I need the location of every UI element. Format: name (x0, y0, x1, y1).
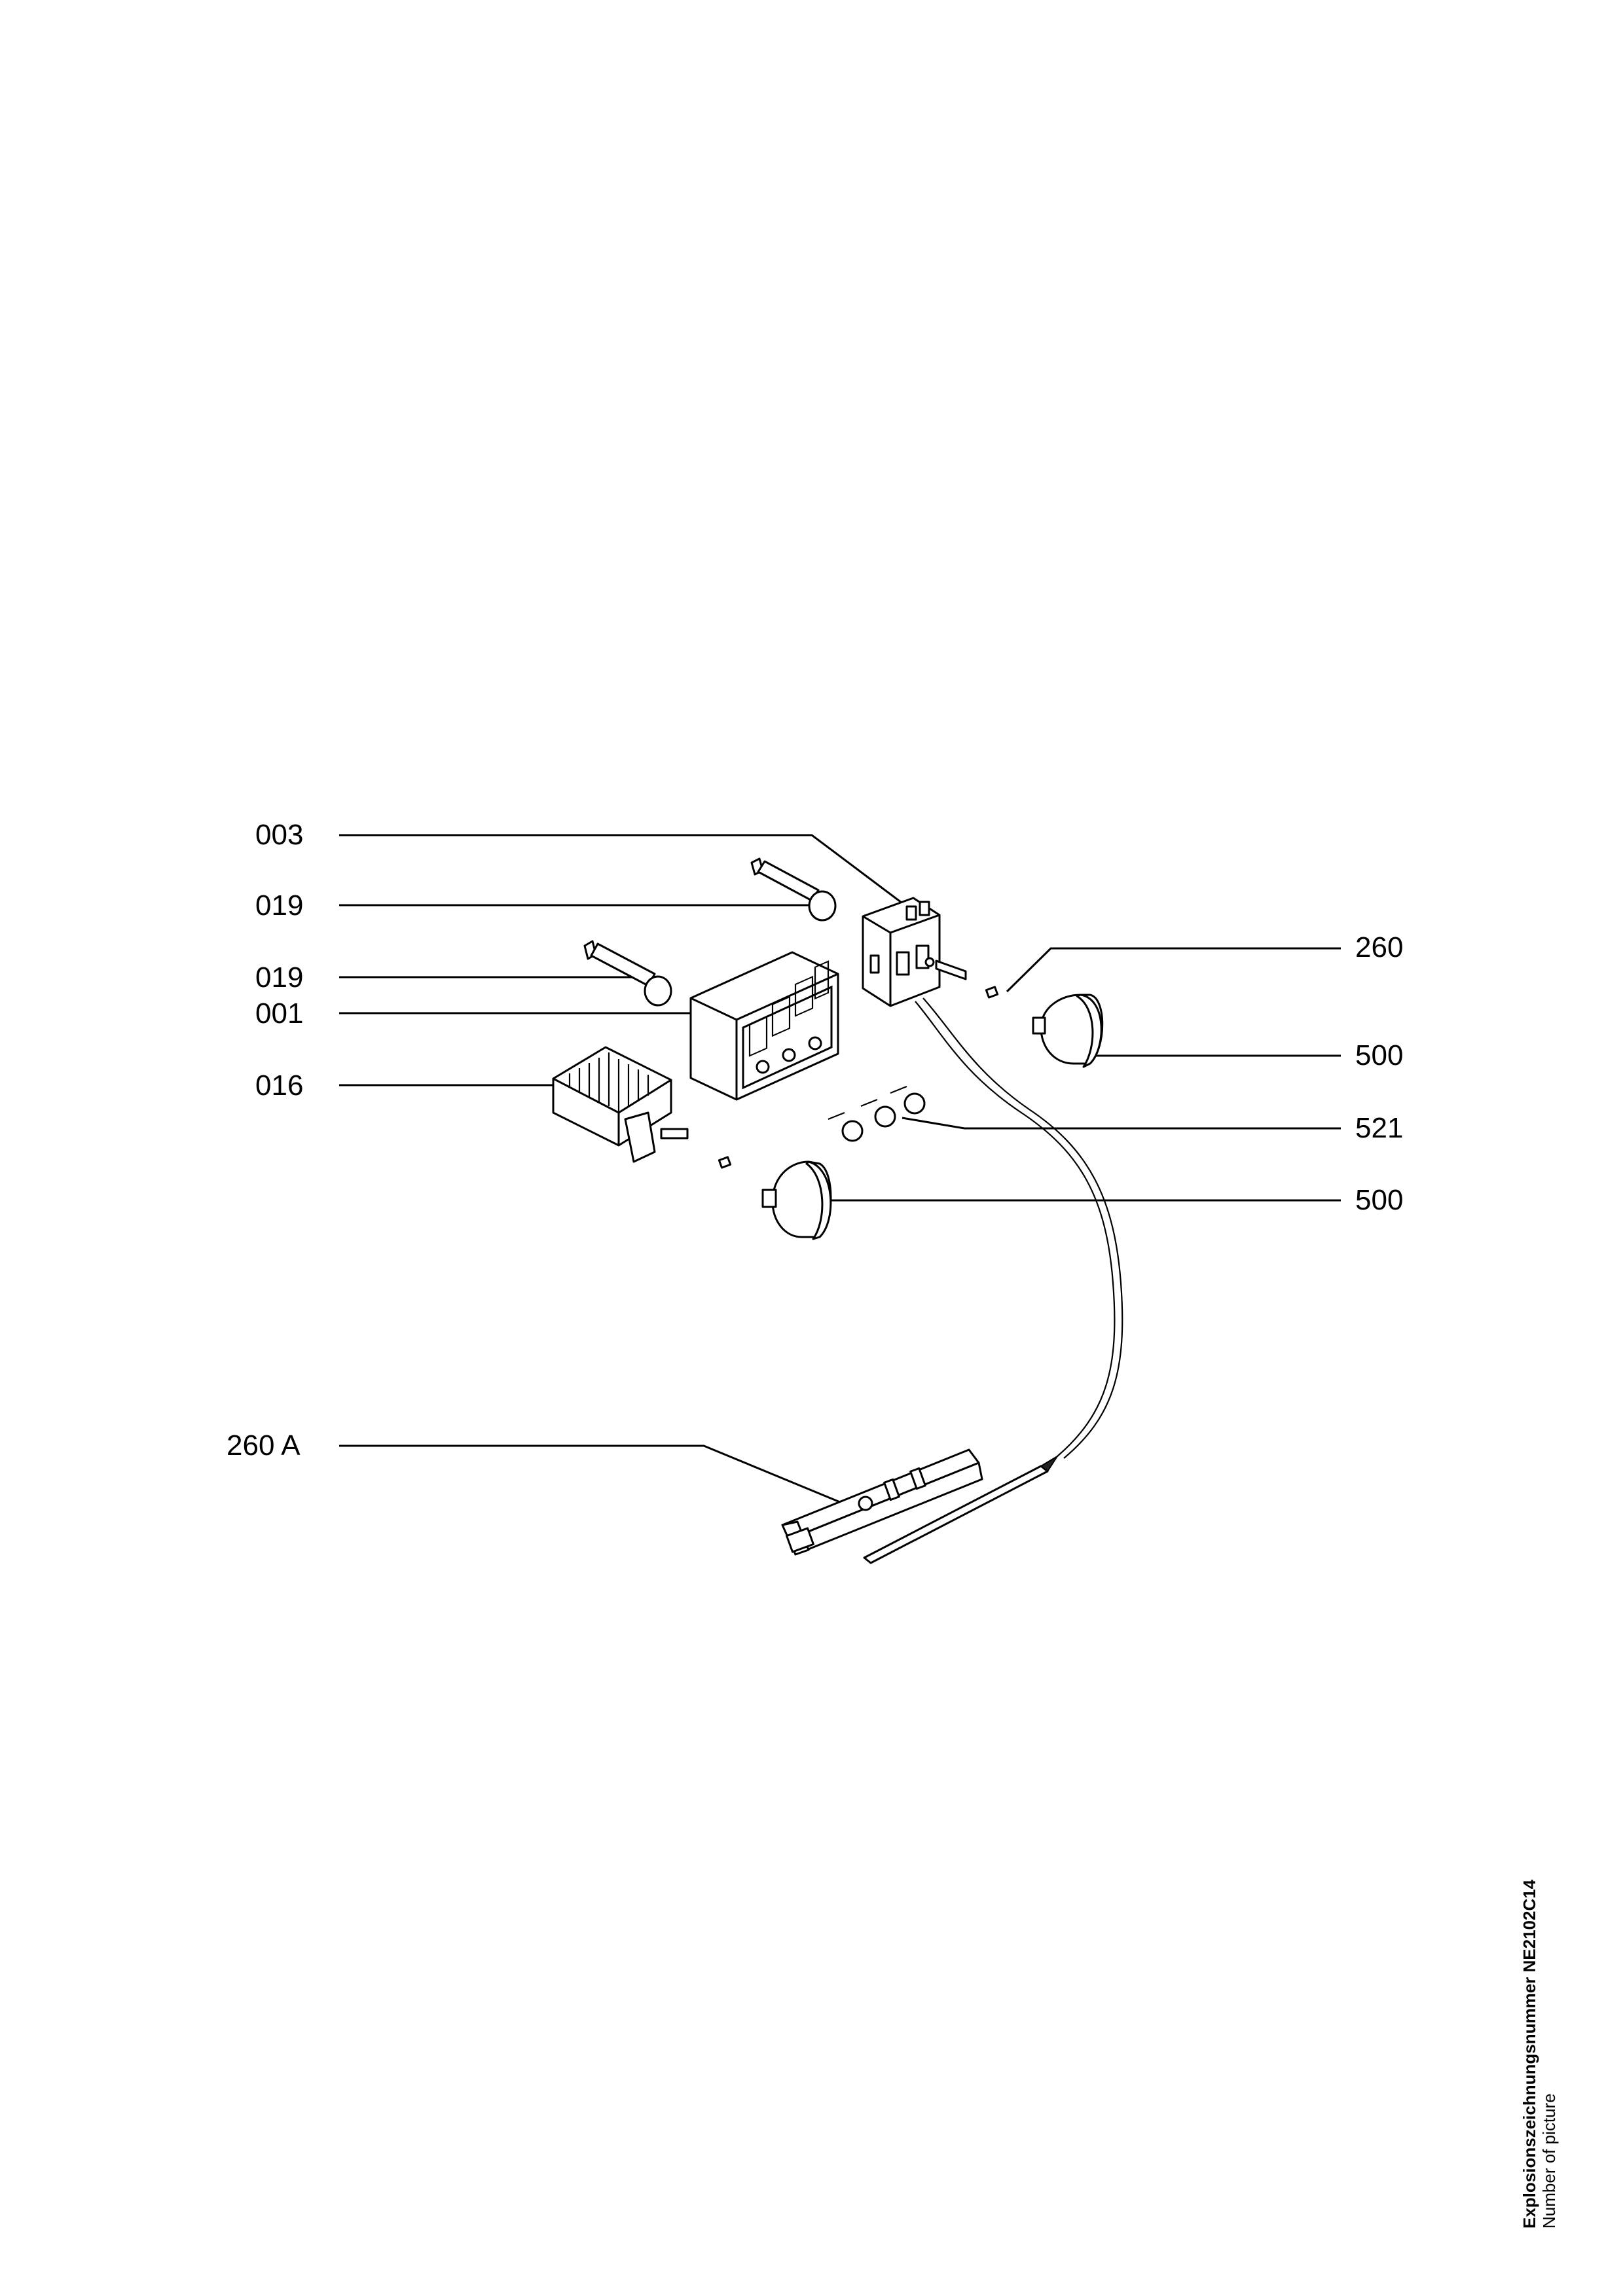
fixing-clip-part-260 (985, 986, 999, 999)
label-003: 003 (255, 819, 303, 851)
indicator-lamp-part-019-upper (750, 857, 837, 922)
sensor-bracket-part-260-a (781, 1448, 1058, 1564)
leader-003 (339, 834, 907, 908)
label-500-upper: 500 (1355, 1039, 1403, 1071)
label-016: 016 (255, 1069, 303, 1102)
push-button-2 (860, 1098, 896, 1128)
switch-contacts (568, 1052, 649, 1111)
number-of-picture-label: Number of picture (1539, 2093, 1559, 2229)
leader-lines (339, 834, 1341, 1503)
control-knob-part-500-lower (761, 1160, 832, 1240)
push-button-3 (890, 1085, 926, 1115)
label-260-a: 260 A (227, 1429, 301, 1462)
indicator-lamp-part-019-lower (583, 940, 672, 1007)
control-knob-part-500-upper (1032, 994, 1104, 1068)
label-521: 521 (1355, 1112, 1403, 1144)
leader-260 (1006, 947, 1341, 993)
selector-switch-part-016 (552, 1046, 689, 1163)
label-019-upper: 019 (255, 889, 303, 922)
timer-digit-display (748, 960, 830, 1057)
timer-module-part-001 (689, 951, 839, 1101)
drawing-number-caption: Explosionszeichnungsnummer NE2102C14 Num… (1520, 1880, 1559, 2229)
push-buttons-part-521 (828, 1085, 926, 1142)
leader-260-a (339, 1444, 841, 1503)
sensor-wire-inner (922, 997, 1123, 1459)
drawing-number: Explosionszeichnungsnummer NE2102C14 (1520, 1879, 1539, 2229)
sensor-wire (915, 1001, 1116, 1457)
label-019-lower: 019 (255, 961, 303, 994)
label-260: 260 (1355, 931, 1403, 963)
leader-521 (902, 1117, 1341, 1130)
label-500-lower: 500 (1355, 1184, 1403, 1216)
label-001: 001 (255, 997, 303, 1030)
fixing-clip-small (718, 1156, 732, 1169)
thermostat-part-003 (862, 897, 967, 1007)
push-button-1 (828, 1111, 864, 1142)
